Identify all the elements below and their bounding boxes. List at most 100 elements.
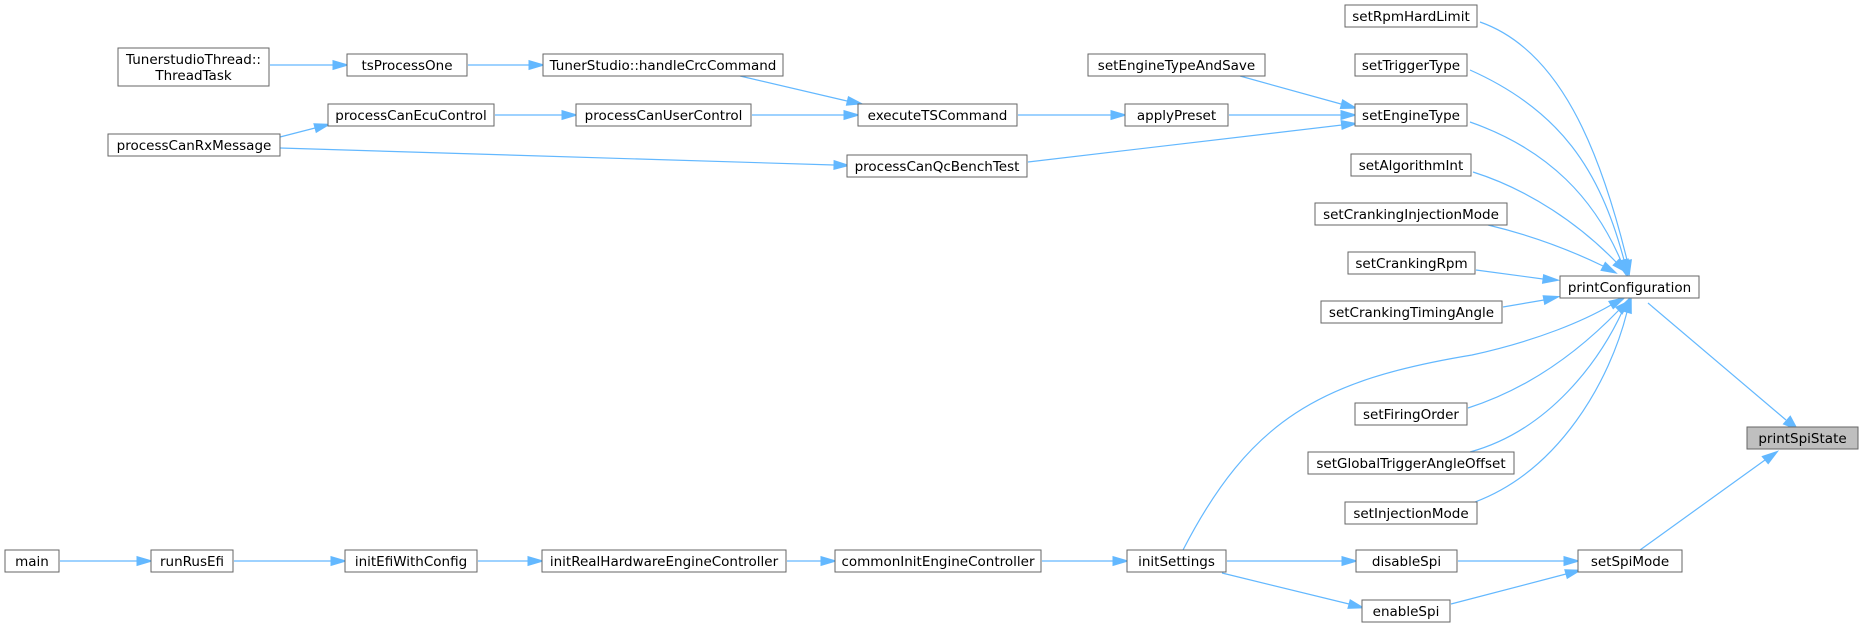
node-disableSpi[interactable]: disableSpi: [1355, 549, 1458, 573]
edge-line: [1475, 269, 1544, 280]
edge-TunerStudioHandleCrc-to-executeTSCommand: [739, 75, 864, 106]
edge-arrowhead: [1612, 258, 1630, 275]
edge-line: [1469, 121, 1622, 262]
edges-layer: [60, 21, 1799, 609]
edge-arrowhead: [330, 555, 348, 567]
node-setEngineTypeAndSave[interactable]: setEngineTypeAndSave: [1087, 53, 1266, 77]
node-box: [1559, 275, 1700, 299]
edge-arrowhead: [561, 109, 579, 121]
node-box: [107, 133, 281, 157]
node-processCanQcBenchTest[interactable]: processCanQcBenchTest: [846, 154, 1028, 178]
edge-TunerstudioThreadTask-to-tsProcessOne: [270, 59, 350, 71]
node-setTriggerType[interactable]: setTriggerType: [1354, 53, 1468, 77]
node-label: printSpiState: [1758, 431, 1846, 447]
edge-executeTSCommand-to-applyPreset: [1018, 109, 1128, 121]
node-setSpiMode[interactable]: setSpiMode: [1577, 549, 1683, 573]
node-executeTSCommand[interactable]: executeTSCommand: [857, 103, 1018, 127]
node-processCanEcuControl[interactable]: processCanEcuControl: [327, 103, 495, 127]
node-box: [834, 549, 1042, 573]
edge-line: [279, 127, 316, 138]
node-setEngineType[interactable]: setEngineType: [1354, 103, 1468, 127]
node-box: [1320, 300, 1503, 324]
node-box: [346, 53, 468, 77]
edge-arrowhead: [332, 59, 350, 71]
node-setGlobalTriggerAngleOffset[interactable]: setGlobalTriggerAngleOffset: [1307, 451, 1515, 475]
node-box: [1350, 153, 1472, 177]
node-processCanUserControl[interactable]: processCanUserControl: [575, 103, 752, 127]
edge-initEfiWithConfig-to-initRealHardwareEngineController: [478, 555, 545, 567]
node-initRealHardwareEngineController[interactable]: initRealHardwareEngineController: [541, 549, 787, 573]
node-setInjectionMode[interactable]: setInjectionMode: [1344, 501, 1478, 525]
edge-arrowhead: [1347, 599, 1366, 609]
node-main[interactable]: main: [4, 549, 60, 573]
node-label: processCanEcuControl: [335, 108, 486, 124]
edge-setTriggerType-to-printConfiguration: [1469, 69, 1629, 278]
edge-line: [1487, 224, 1604, 267]
node-box: [1354, 53, 1468, 77]
edge-printConfiguration-to-printSpiState: [1647, 302, 1799, 431]
node-printSpiState[interactable]: printSpiState: [1746, 426, 1859, 450]
edge-setCrankingRpm-to-printConfiguration: [1475, 269, 1561, 284]
edge-applyPreset-to-setEngineType: [1229, 109, 1358, 121]
edge-arrowhead: [1608, 296, 1627, 310]
node-processCanRxMessage[interactable]: processCanRxMessage: [107, 133, 281, 157]
node-label: initSettings: [1138, 554, 1215, 570]
node-label: processCanUserControl: [585, 108, 743, 124]
node-label: processCanQcBenchTest: [855, 159, 1020, 175]
node-label: disableSpi: [1372, 554, 1441, 570]
edge-arrowhead: [1341, 555, 1359, 567]
node-setAlgorithmInt[interactable]: setAlgorithmInt: [1350, 153, 1472, 177]
edge-arrowhead: [136, 555, 154, 567]
node-setCrankingRpm[interactable]: setCrankingRpm: [1347, 251, 1476, 275]
node-setRpmHardLimit[interactable]: setRpmHardLimit: [1344, 4, 1478, 28]
node-initEfiWithConfig[interactable]: initEfiWithConfig: [344, 549, 478, 573]
node-label: setAlgorithmInt: [1359, 158, 1464, 174]
node-applyPreset[interactable]: applyPreset: [1124, 103, 1229, 127]
node-box: [857, 103, 1018, 127]
node-TunerStudioHandleCrc[interactable]: TunerStudio::handleCrcCommand: [542, 53, 784, 77]
edge-runRusEfi-to-initEfiWithConfig: [234, 555, 348, 567]
node-tsProcessOne[interactable]: tsProcessOne: [346, 53, 468, 77]
node-label: setFiringOrder: [1363, 407, 1459, 423]
node-box: [541, 549, 787, 573]
node-setFiringOrder[interactable]: setFiringOrder: [1354, 402, 1468, 426]
node-box: [1344, 4, 1478, 28]
edge-arrowhead: [1340, 119, 1359, 131]
edge-arrowhead: [1622, 296, 1632, 315]
edge-line: [1474, 311, 1628, 503]
node-enableSpi[interactable]: enableSpi: [1361, 599, 1451, 623]
node-box: [1354, 402, 1468, 426]
edge-arrowhead: [1563, 555, 1581, 567]
node-box: [1577, 549, 1683, 573]
node-setCrankingTimingAngle[interactable]: setCrankingTimingAngle: [1320, 300, 1503, 324]
edge-line: [279, 147, 835, 166]
node-setCrankingInjectionMode[interactable]: setCrankingInjectionMode: [1314, 202, 1508, 226]
node-label: setEngineTypeAndSave: [1098, 58, 1255, 74]
node-label: setCrankingTimingAngle: [1329, 305, 1494, 321]
edge-line: [1450, 573, 1567, 605]
node-box: [1746, 426, 1859, 450]
edge-disableSpi-to-setSpiMode: [1458, 555, 1581, 567]
edge-line: [1502, 299, 1545, 308]
node-printConfiguration[interactable]: printConfiguration: [1559, 275, 1700, 299]
edge-line: [1472, 171, 1617, 263]
node-label: applyPreset: [1137, 108, 1216, 124]
node-TunerstudioThreadTask[interactable]: TunerstudioThread::ThreadTask: [117, 47, 270, 87]
node-label: main: [15, 554, 49, 570]
edge-processCanRxMessage-to-processCanQcBenchTest: [279, 147, 851, 171]
node-commonInitEngineController[interactable]: commonInitEngineController: [834, 549, 1042, 573]
edge-line: [1182, 304, 1612, 551]
node-box: [575, 103, 752, 127]
edge-main-to-runRusEfi: [60, 555, 154, 567]
edge-setAlgorithmInt-to-printConfiguration: [1472, 171, 1630, 275]
node-box: [1126, 549, 1227, 573]
node-initSettings[interactable]: initSettings: [1126, 549, 1227, 573]
edge-setInjectionMode-to-printConfiguration: [1474, 296, 1632, 503]
node-runRusEfi[interactable]: runRusEfi: [150, 549, 234, 573]
edge-arrowhead: [1110, 109, 1128, 121]
node-label: enableSpi: [1373, 604, 1440, 620]
node-box: [542, 53, 784, 77]
edge-arrowhead: [845, 95, 864, 106]
edge-line: [1479, 21, 1628, 261]
edge-setRpmHardLimit-to-printConfiguration: [1479, 21, 1632, 278]
